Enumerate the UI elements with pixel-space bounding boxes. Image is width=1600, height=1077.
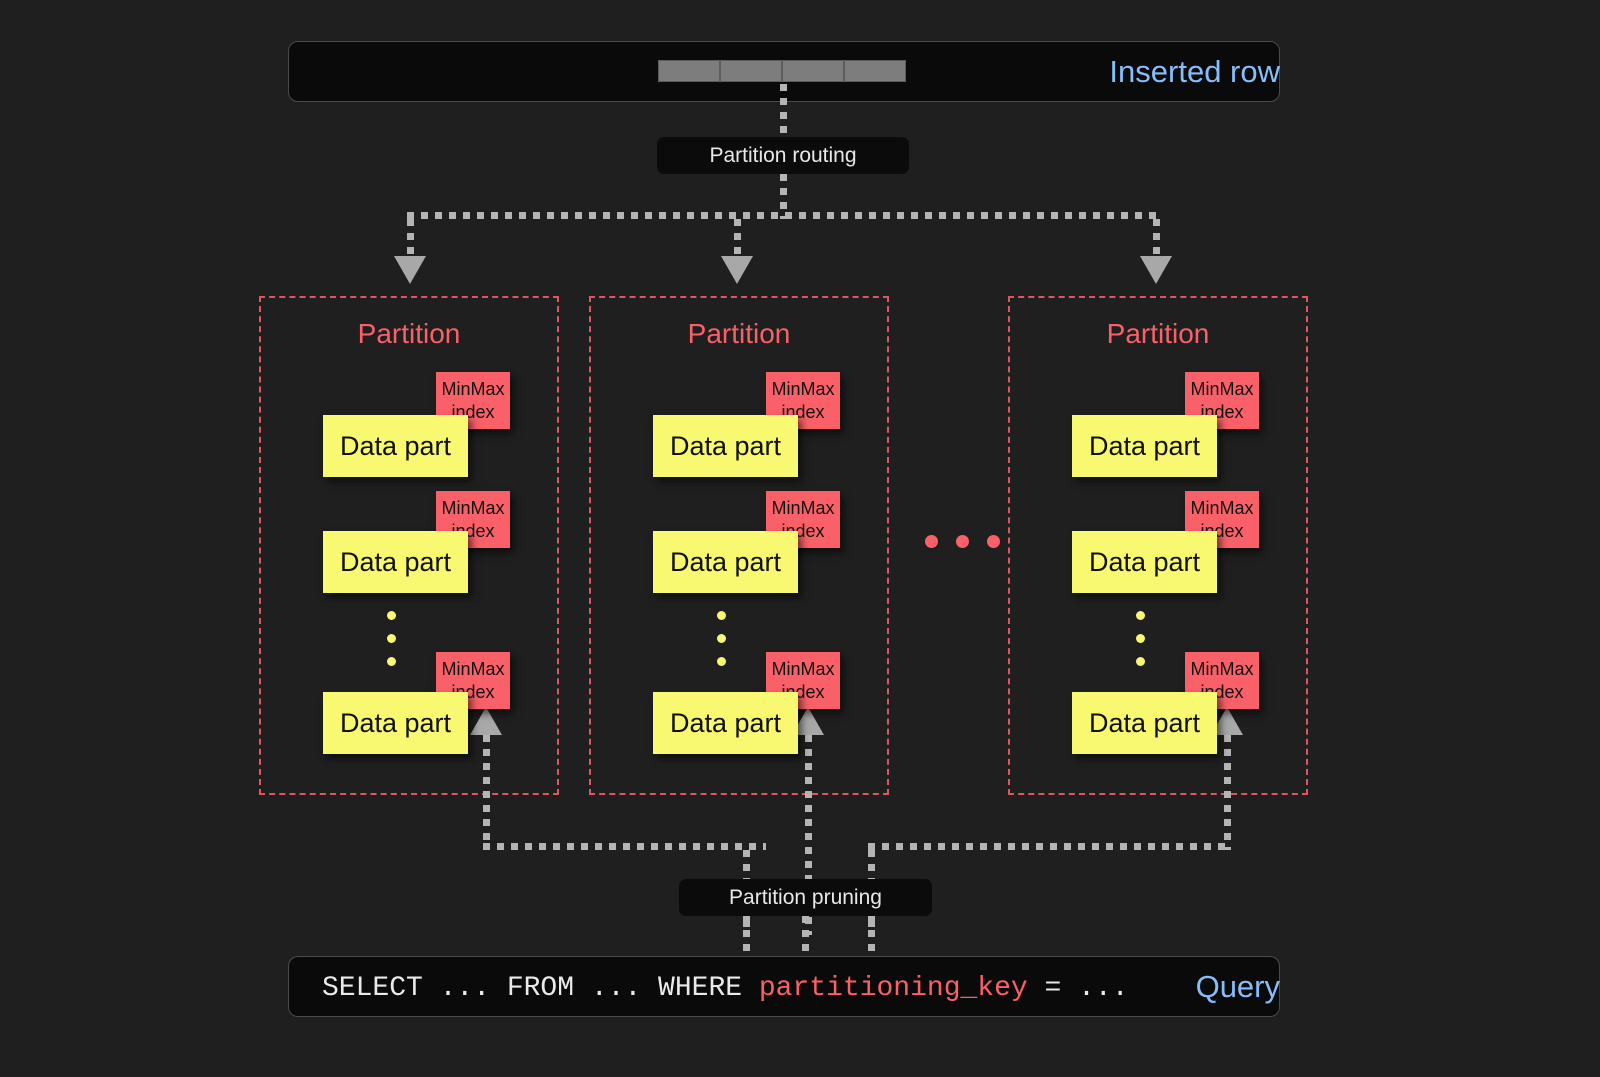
pruning-bus-right (868, 843, 1231, 850)
data-part-label: Data part (339, 430, 452, 461)
data-part-box: Data part (653, 415, 798, 477)
data-part-label: Data part (1088, 546, 1201, 577)
query-suffix: = ... (1027, 973, 1129, 1004)
query-bar (288, 956, 1280, 1017)
data-part-label: Data part (669, 430, 782, 461)
connector-partition-1-to-pruning (483, 735, 490, 850)
arrow-down-partition-1 (394, 256, 426, 284)
connector-routing-to-bus (780, 174, 787, 219)
query-text: SELECT ... FROM ... WHERE partitioning_k… (322, 975, 1129, 1003)
data-part-box: Data part (1072, 692, 1217, 754)
row-cell (658, 60, 720, 82)
partition-title: Partition (357, 318, 461, 349)
row-cell (720, 60, 782, 82)
partition-pruning-label: Partition pruning (729, 885, 882, 909)
connector-bus-to-partition-2 (734, 219, 741, 260)
data-part-label: Data part (1088, 430, 1201, 461)
partition-title: Partition (687, 318, 791, 349)
data-part-label: Data part (339, 546, 452, 577)
connector-bus-to-partition-1 (407, 219, 414, 260)
data-part-box: Data part (653, 531, 798, 593)
query-label: Query (1195, 969, 1280, 1004)
query-prefix: SELECT ... FROM ... WHERE (322, 973, 759, 1004)
connector-partition-3-to-pruning (1224, 735, 1231, 850)
data-part-ellipsis (717, 611, 726, 680)
partition-routing-box: Partition routing (657, 137, 909, 174)
data-part-label: Data part (1088, 707, 1201, 738)
partition-pruning-box: Partition pruning (679, 879, 932, 916)
row-cell (782, 60, 844, 82)
query-partitioning-key: partitioning_key (758, 973, 1028, 1004)
pruning-bus-left (483, 843, 766, 850)
data-part-label: Data part (339, 707, 452, 738)
routing-bus (407, 212, 1160, 219)
data-part-box: Data part (323, 531, 468, 593)
connector-partition-2-to-pruning (805, 735, 812, 935)
connector-bus-to-partition-3 (1153, 219, 1160, 260)
data-part-ellipsis (1136, 611, 1145, 680)
row-cell (844, 60, 906, 82)
data-part-ellipsis (387, 611, 396, 680)
arrow-down-partition-3 (1140, 256, 1172, 284)
inserted-row-cells (658, 60, 906, 82)
arrow-down-partition-2 (721, 256, 753, 284)
data-part-box: Data part (323, 692, 468, 754)
connector-pruning-to-query-3 (868, 916, 875, 958)
data-part-box: Data part (323, 415, 468, 477)
connector-pruning-to-query-2 (802, 916, 809, 958)
partition-title: Partition (1106, 318, 1210, 349)
connector-row-to-routing (780, 84, 787, 138)
data-part-box: Data part (1072, 531, 1217, 593)
arrow-up-partition-1 (470, 707, 502, 735)
connector-pruning-to-query-1 (743, 916, 750, 958)
data-part-box: Data part (1072, 415, 1217, 477)
partition-ellipsis (925, 535, 1000, 548)
data-part-box: Data part (653, 692, 798, 754)
data-part-label: Data part (669, 707, 782, 738)
inserted-row-label: Inserted row (1109, 54, 1280, 89)
partition-routing-label: Partition routing (709, 143, 857, 167)
data-part-label: Data part (669, 546, 782, 577)
